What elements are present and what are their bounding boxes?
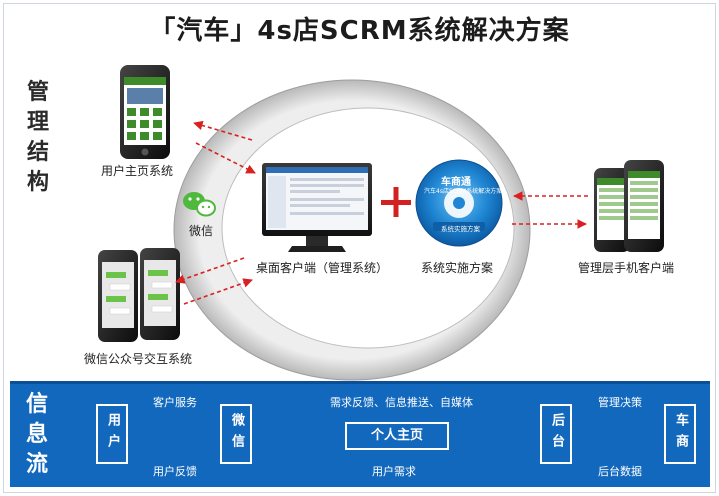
flow-management-decision: 管理决策 — [598, 396, 642, 409]
node-dealer: 车商 — [664, 404, 696, 464]
caption-manager-mobile: 管理层手机客户端 — [578, 261, 675, 275]
caption-wechat-official: 微信公众号交互系统 — [84, 352, 193, 366]
cd-icon — [415, 159, 503, 247]
node-user: 用户 — [96, 404, 128, 464]
caption-wechat: 微信 — [189, 224, 214, 238]
cd-footer: 系统实施方案 — [441, 225, 480, 233]
plus-icon — [381, 187, 411, 217]
flow-demand-feedback: 需求反馈、信息推送、自媒体 — [330, 396, 473, 409]
monitor-icon — [262, 163, 372, 252]
caption-user-home: 用户主页系统 — [101, 164, 174, 178]
phone-icon-manager — [594, 160, 664, 252]
wechat-icon — [183, 192, 216, 217]
info-flow-label: 信息流 — [25, 392, 48, 477]
flow-user-demand: 用户需求 — [372, 465, 416, 478]
page-title: 「汽车」4s店SCRM系统解决方案 — [149, 16, 570, 46]
node-backend: 后台 — [540, 404, 572, 464]
flow-customer-service: 客户服务 — [153, 396, 197, 409]
caption-implementation: 系统实施方案 — [421, 261, 494, 275]
caption-desktop: 桌面客户端（管理系统） — [256, 261, 389, 275]
phone-icon-user-home — [120, 65, 170, 159]
node-personal-home: 个人主页 — [345, 422, 449, 450]
cd-subtitle: 汽车4s店SCRM系统解决方案 — [424, 188, 503, 195]
node-wechat: 微信 — [220, 404, 252, 464]
cd-brand: 车商通 — [441, 177, 471, 188]
data-arrows — [175, 120, 588, 305]
flow-user-feedback: 用户反馈 — [153, 465, 197, 478]
flow-backend-data: 后台数据 — [598, 465, 642, 478]
phone-icon-wechat-official — [98, 248, 180, 342]
management-structure-label: 管理结构 — [26, 80, 49, 195]
